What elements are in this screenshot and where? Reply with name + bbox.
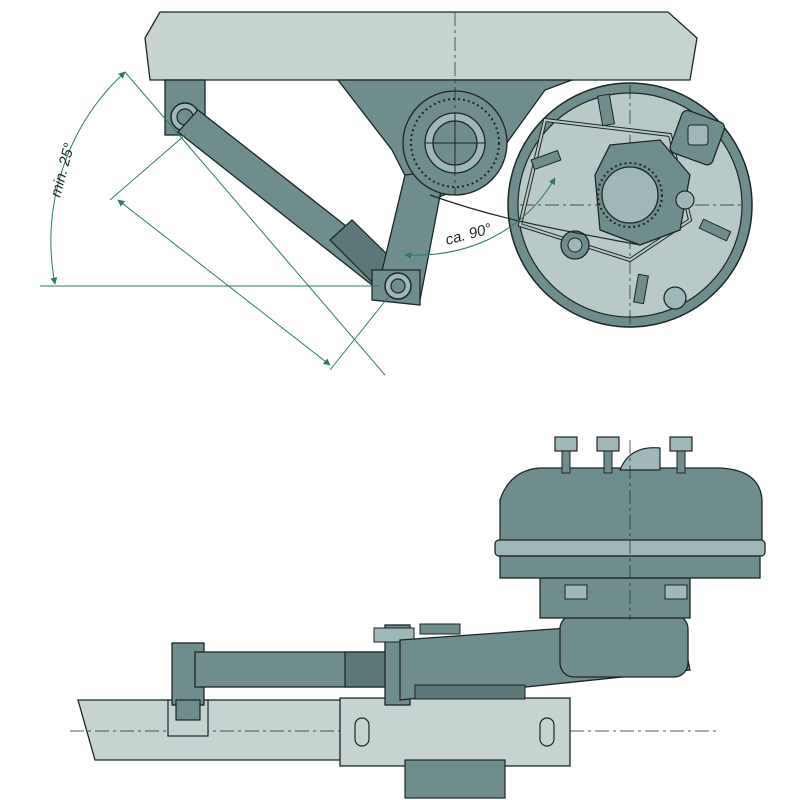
angle-min-label: min. 25° bbox=[47, 141, 78, 199]
dimension-lines bbox=[40, 71, 556, 376]
frame-beam bbox=[144, 11, 698, 81]
center-hub bbox=[601, 166, 659, 224]
top-view: min. 25° ca. 90° bbox=[40, 11, 753, 376]
clamp-plate bbox=[339, 697, 571, 767]
brake-drum bbox=[507, 82, 753, 328]
brake-chamber bbox=[494, 436, 766, 620]
angle-approx-label: ca. 90° bbox=[444, 220, 494, 249]
side-view bbox=[70, 436, 766, 799]
chamber-bolts bbox=[554, 436, 693, 474]
